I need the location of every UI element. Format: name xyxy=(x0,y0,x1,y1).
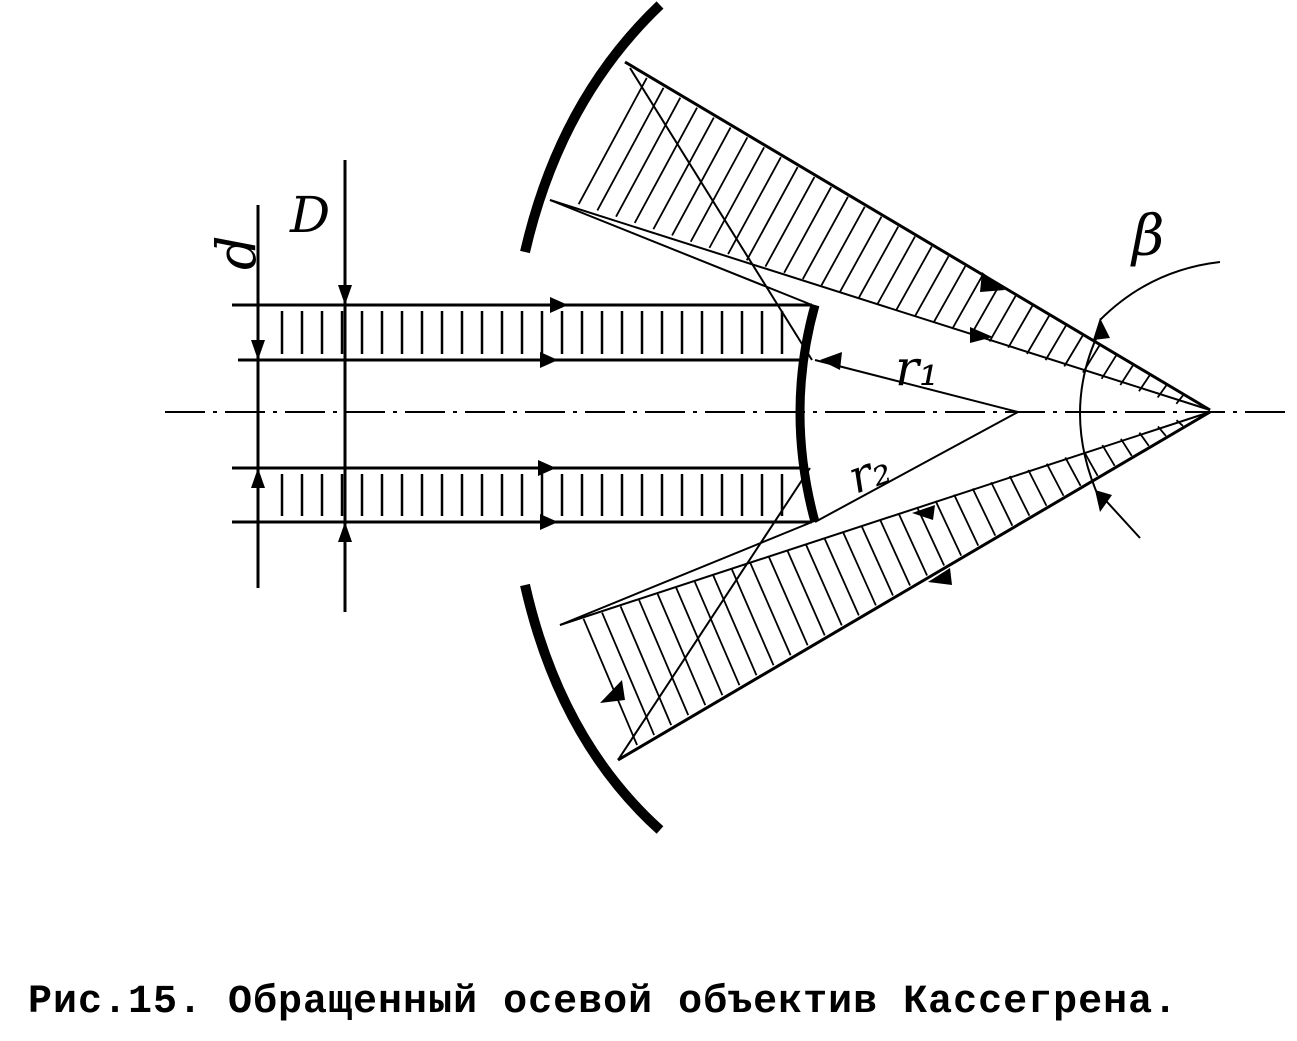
beam-hatching-upper xyxy=(280,311,784,354)
arrow-icon xyxy=(980,272,1005,292)
radius-r1 xyxy=(814,352,1019,413)
incoming-beam xyxy=(232,297,812,530)
arrow-icon xyxy=(600,680,625,703)
arrow-icon xyxy=(550,297,568,313)
arrow-icon xyxy=(928,568,952,585)
cone-hatching-lower xyxy=(582,419,1184,746)
figure-caption: Рис.15. Обращенный осевой объектив Кассе… xyxy=(28,980,1179,1025)
primary-mirror-upper xyxy=(520,1,664,254)
angle-beta xyxy=(1079,261,1221,539)
cone-hatching-upper xyxy=(577,77,1184,405)
dimension-d xyxy=(251,205,265,588)
arrow-icon xyxy=(540,514,558,530)
label-beta: β xyxy=(1130,204,1164,269)
beam-hatching-lower xyxy=(280,474,784,516)
dimension-D xyxy=(338,160,352,612)
upper-cone xyxy=(549,60,1211,412)
label-D: D xyxy=(289,186,330,244)
arrow-icon xyxy=(970,327,993,343)
lower-cone xyxy=(559,410,1211,762)
arrow-icon xyxy=(912,505,935,520)
arrow-icon xyxy=(538,460,556,476)
label-d: d xyxy=(205,235,268,270)
secondary-mirror xyxy=(795,303,820,524)
label-r1: r₁ xyxy=(895,339,939,397)
primary-mirror-lower xyxy=(520,583,664,834)
label-r2: r₂ xyxy=(841,440,897,505)
arrow-icon xyxy=(540,352,558,368)
